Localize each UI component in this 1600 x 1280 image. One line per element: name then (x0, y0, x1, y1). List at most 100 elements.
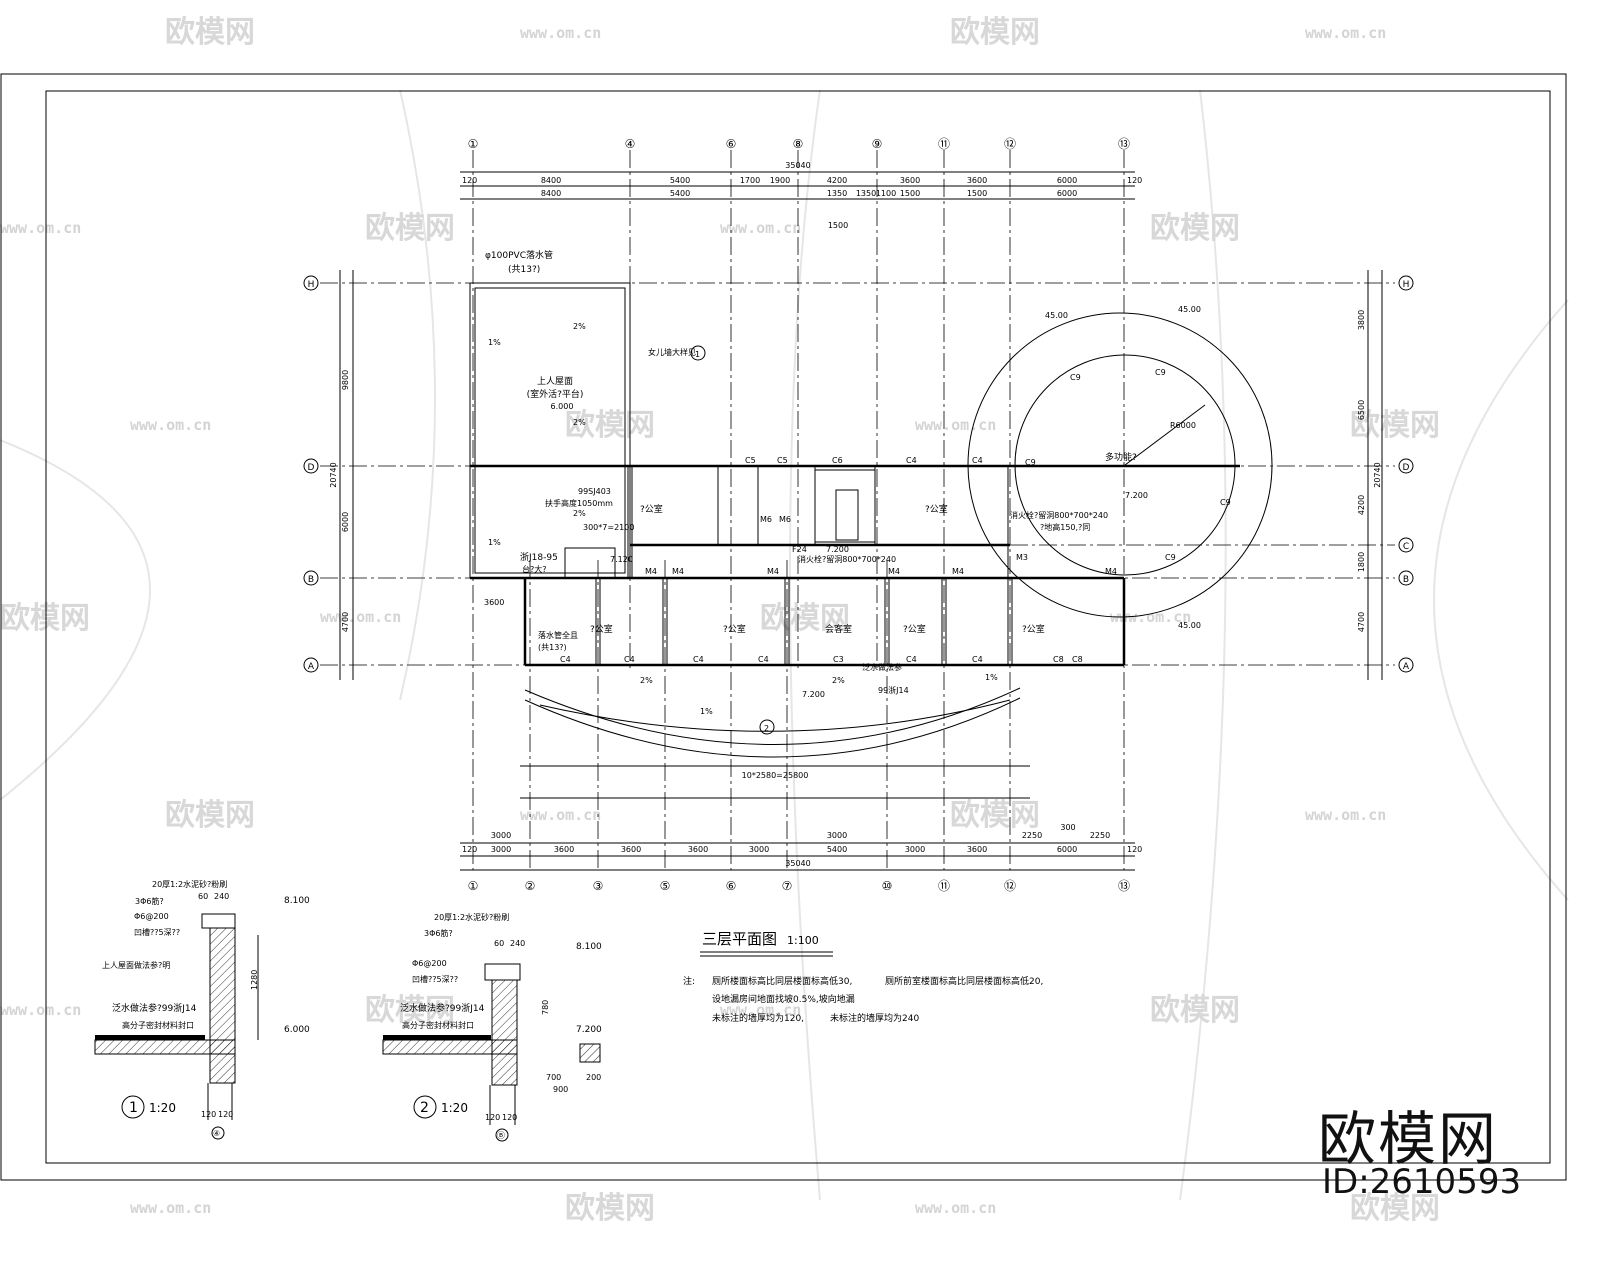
axis-label: ⑫ (1004, 879, 1016, 893)
dim-text: 2250 (1022, 831, 1042, 840)
dim-text: 5400 (670, 189, 690, 198)
dim-text: 240 (510, 939, 525, 948)
detail-1: 8.100 6.000 1280 60 240 20厚1:2水泥砂?粉刷 3Φ6… (94, 879, 310, 1140)
dim-text: 4200 (827, 176, 847, 185)
window-label: C4 (906, 456, 917, 465)
window-label: C8 (1072, 655, 1083, 664)
dim-text: 1350 (827, 189, 847, 198)
detail-note: Φ6@200 (412, 959, 447, 968)
room-label: ?公室 (925, 503, 948, 515)
window-label: C9 (1025, 458, 1036, 467)
window-label: C4 (972, 655, 983, 664)
dim-text: 3600 (967, 845, 987, 854)
axis-label: ④ (213, 1129, 220, 1138)
axis-bubbles-rows (303, 275, 1414, 673)
detail-note: 3Φ6筋? (135, 896, 164, 906)
dim-text: 200 (586, 1073, 601, 1082)
detail-number: 1 (129, 1100, 138, 1116)
dim-text: 120 (201, 1110, 216, 1119)
axis-label: ⑥ (726, 137, 737, 151)
notes-label: 注: (683, 975, 695, 987)
door-label: M4 (645, 567, 657, 576)
note-label: 浙J18-95 (520, 551, 558, 563)
axis-label: ⑥ (726, 879, 737, 893)
note-label: 台?大? (522, 564, 547, 574)
dim-text: 6000 (1057, 845, 1077, 854)
watermark-logo: 欧模网 (1150, 993, 1240, 1028)
dim-text: 4700 (341, 612, 350, 632)
watermark-logo: 欧模网 (950, 798, 1040, 833)
axis-label: ⑬ (1118, 137, 1130, 151)
dim-text: 900 (553, 1085, 568, 1094)
slope-label: 1% (488, 338, 501, 347)
elevation-label: 6.000 (551, 402, 574, 411)
dim-text: 300 (1060, 823, 1075, 832)
watermark-logo: 欧模网 (1150, 211, 1240, 246)
note-line: 设地漏房间地面找坡0.5%,坡向地漏 (712, 993, 855, 1005)
dim-text: 780 (541, 1000, 550, 1015)
canopy: 7.200 2% 2% 1% 1% 泛水做法参 99浙J14 (524, 662, 1021, 758)
axis-label: ⑦ (782, 879, 793, 893)
axis-label: H (308, 280, 315, 290)
dim-text: 3600 (688, 845, 708, 854)
bottom-dimensions: 10*2580=25800 35040 120 3000 3600 3600 3… (460, 765, 1142, 871)
angle-label: 45.00 (1045, 311, 1068, 320)
elevation-label: 7.200 (826, 545, 849, 554)
angle-label: 45.00 (1178, 305, 1201, 314)
dim-text: 3000 (827, 831, 847, 840)
slope-label: 2% (640, 676, 653, 685)
watermark-url: www.om.cn (320, 608, 401, 626)
watermark-url: www.om.cn (0, 1001, 81, 1019)
axis-label: ⑬ (1118, 879, 1130, 893)
elevation-label: 8.100 (576, 942, 602, 952)
detail-scale: 1:20 (441, 1101, 468, 1115)
room-label: (室外活?平台) (527, 388, 584, 400)
door-label: M4 (767, 567, 779, 576)
watermark-url: www.om.cn (720, 1001, 801, 1019)
window-label: C5 (745, 456, 756, 465)
dim-text: 1800 (1357, 552, 1366, 572)
door-label: M3 (1016, 553, 1028, 562)
axis-label: ⑪ (938, 879, 950, 893)
room-label: ?公室 (903, 623, 926, 635)
dim-text: 1500 (828, 221, 848, 230)
watermark-url: www.om.cn (720, 219, 801, 237)
watermark-logo: 欧模网 (565, 1191, 655, 1226)
dim-text: 3000 (905, 845, 925, 854)
window-label: C5 (777, 456, 788, 465)
drawing-frame (45, 90, 1551, 1164)
slope-label: 2% (573, 418, 586, 427)
detail-note: 泛水做法参?99浙J14 (112, 1002, 197, 1014)
dim-text: 20740 (1373, 462, 1382, 487)
axis-bubbles-top: ① ④ ⑥ ⑧ ⑨ ⑪ ⑫ ⑬ (468, 137, 1130, 151)
watermark-logo: 欧模网 (365, 993, 455, 1028)
watermark-url: www.om.cn (0, 219, 81, 237)
slope-label: 2% (573, 322, 586, 331)
slope-label: 2% (832, 676, 845, 685)
watermark-url: www.om.cn (915, 416, 996, 434)
dim-text: 4700 (1357, 612, 1366, 632)
dim-text: 120 (1127, 176, 1142, 185)
detail-note: Φ6@200 (134, 912, 169, 921)
detail-note: 3Φ6筋? (424, 928, 453, 938)
dim-text: 60 (494, 939, 504, 948)
room-label: ?公室 (1022, 623, 1045, 635)
watermarks: 欧模网 www.om.cn 欧模网 www.om.cn 欧模网 www.om.c… (0, 15, 1569, 1226)
axis-label: ② (525, 879, 536, 893)
dim-text: 35040 (785, 161, 810, 170)
drawing-title: 三层平面图 (702, 930, 777, 948)
dim-text: 120 (462, 845, 477, 854)
axis-label: ⑪ (938, 137, 950, 151)
window-label: C4 (560, 655, 571, 664)
watermark-url: www.om.cn (130, 1199, 211, 1217)
dim-text: 6500 (1357, 400, 1366, 420)
window-label: C9 (1070, 373, 1081, 382)
watermark-logo: 欧模网 (760, 601, 850, 636)
title-block: 三层平面图 1:100 注: 厕所楼面标高比同层楼面标高低30, 厕所前室楼面标… (683, 930, 1043, 1024)
elevation-label: 7.200 (576, 1025, 602, 1035)
axis-label: ④ (625, 137, 636, 151)
note-label: 300*7=2100 (583, 523, 634, 532)
window-label: C9 (1155, 368, 1166, 377)
detail-2: 8.100 7.200 780 700 200 900 60 240 20厚1:… (382, 912, 602, 1142)
detail-number: 2 (420, 1100, 429, 1116)
